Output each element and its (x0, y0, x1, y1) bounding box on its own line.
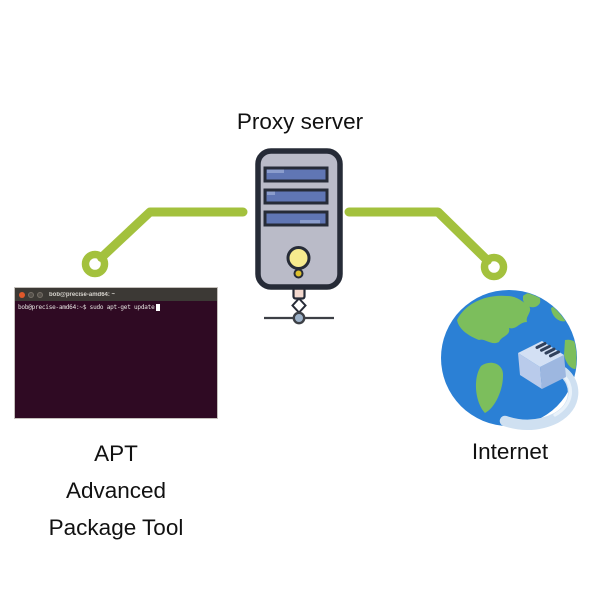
apt-label-line-1: APT (94, 441, 138, 466)
terminal-title: bob@precise-amd64: ~ (49, 291, 116, 298)
minimize-icon (28, 291, 34, 298)
internet-globe-icon (441, 290, 579, 430)
server-bay-2 (263, 188, 329, 205)
internet-label: Internet (471, 439, 549, 464)
power-led-icon (293, 268, 304, 279)
left-connector-ring-icon (81, 250, 109, 278)
ethernet-plug-icon (518, 341, 566, 389)
server-stand-diamond (291, 297, 307, 314)
tower-server-icon (255, 148, 343, 325)
maximize-icon (37, 291, 43, 298)
apt-label: APT Advanced Package Tool (16, 435, 216, 546)
right-connector-ring-icon (480, 253, 508, 281)
globe-continents (457, 292, 577, 413)
terminal-window: bob@precise-amd64: ~ bob@precise-amd64:~… (14, 287, 218, 419)
apt-label-line-2: Advanced (65, 478, 167, 503)
power-button-icon (286, 246, 311, 270)
ethernet-cable-icon (499, 366, 579, 430)
apt-label-line-3: Package Tool (48, 515, 184, 540)
left-connector-line (81, 207, 248, 278)
terminal-body: bob@precise-amd64:~$ sudo apt-get update (15, 301, 217, 314)
close-icon (19, 291, 25, 298)
plug-pins (535, 342, 560, 358)
terminal-titlebar: bob@precise-amd64: ~ (15, 288, 217, 301)
right-connector-line (344, 207, 508, 281)
proxy-server-label: Proxy server (236, 109, 364, 134)
network-node-icon (292, 311, 306, 325)
terminal-command-line: bob@precise-amd64:~$ sudo apt-get update (18, 304, 155, 311)
terminal-cursor (155, 304, 160, 311)
